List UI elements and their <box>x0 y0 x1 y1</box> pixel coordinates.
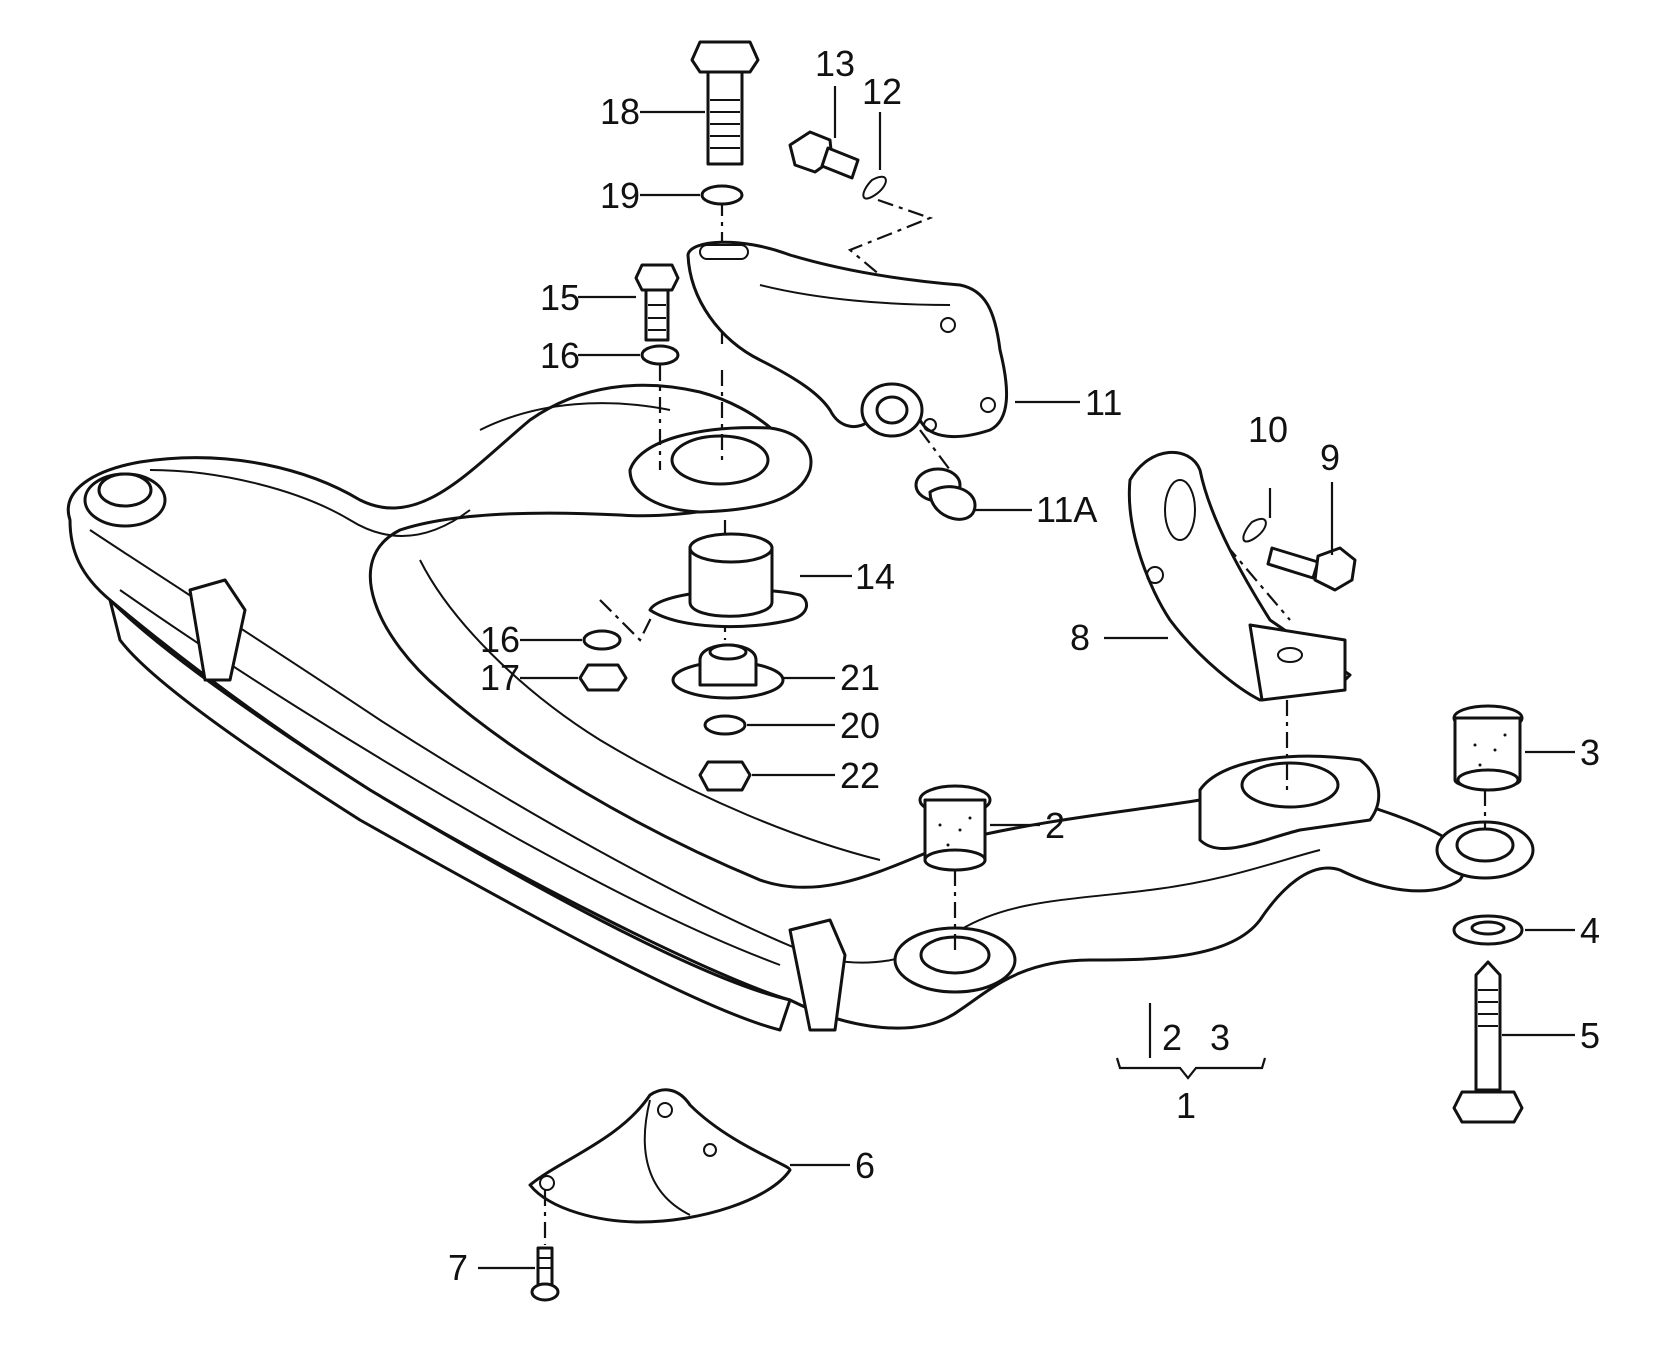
callout-3: 3 <box>1580 732 1600 773</box>
nut-17 <box>578 663 628 692</box>
callout-4: 4 <box>1580 910 1600 951</box>
rubber-bushing-3 <box>1452 704 1524 792</box>
nut-22 <box>698 760 752 792</box>
bushing-11a <box>914 467 977 521</box>
engine-mount-14 <box>648 532 809 629</box>
bracket-8 <box>1127 450 1352 702</box>
bolt-9 <box>1266 546 1357 592</box>
rubber-bushing-2 <box>918 784 992 872</box>
callout-21: 21 <box>840 657 880 698</box>
callout-7: 7 <box>448 1247 468 1288</box>
callout-9: 9 <box>1320 437 1340 478</box>
stud-bolt-5 <box>1452 960 1524 1124</box>
heat-shield-6 <box>528 1088 792 1224</box>
lock-washer-12 <box>862 175 887 200</box>
callout-8: 8 <box>1070 617 1090 658</box>
callout-14: 14 <box>855 556 895 597</box>
callout-group-2: 2 <box>1162 1017 1182 1058</box>
bracket-11 <box>686 240 1009 439</box>
bolt-13 <box>788 130 860 180</box>
callout-labels: 18 19 13 12 15 16 11 11A 14 16 17 21 20 … <box>448 43 1600 1288</box>
callout-11: 11 <box>1085 382 1122 423</box>
callout-15: 15 <box>540 277 580 318</box>
washer-16-top <box>640 344 680 366</box>
bolt-18 <box>690 40 760 166</box>
callout-1: 1 <box>1176 1085 1196 1126</box>
callout-13: 13 <box>815 43 855 84</box>
callout-17: 17 <box>480 657 520 698</box>
callout-10: 10 <box>1248 409 1288 450</box>
lock-washer-10 <box>1242 517 1267 543</box>
washer-20 <box>703 714 747 736</box>
callout-16-top: 16 <box>540 335 580 376</box>
callout-5: 5 <box>1580 1015 1600 1056</box>
callout-16-bottom: 16 <box>480 619 520 660</box>
washer-4 <box>1452 914 1524 946</box>
washer-16-bottom <box>582 629 622 651</box>
bolt-15 <box>634 263 680 342</box>
callout-leaders <box>478 86 1575 1270</box>
callout-18: 18 <box>600 91 640 132</box>
callout-2: 2 <box>1045 805 1065 846</box>
callout-group-3: 3 <box>1210 1017 1230 1058</box>
callout-6: 6 <box>855 1145 875 1186</box>
buffer-21 <box>671 643 785 700</box>
callout-11a: 11A <box>1036 489 1097 530</box>
washer-19 <box>700 184 744 206</box>
callout-12: 12 <box>862 71 902 112</box>
subframe-body <box>66 383 1535 1032</box>
screw-7 <box>530 1246 560 1302</box>
callout-19: 19 <box>600 175 640 216</box>
callout-22: 22 <box>840 755 880 796</box>
callout-20: 20 <box>840 705 880 746</box>
